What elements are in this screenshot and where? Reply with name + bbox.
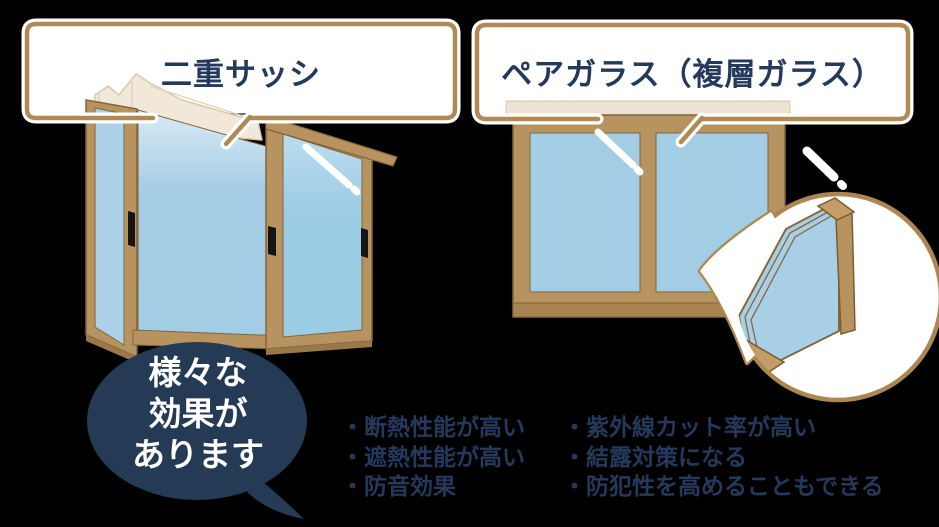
glass-shine-left-window [302, 143, 361, 196]
benefit-item: ・紫外線カット率が高い [563, 415, 816, 441]
benefit-item: ・断熱性能が高い [341, 415, 525, 441]
speech-bubble-line-3: あります [132, 435, 264, 474]
speech-bubble-line-1: 様々な [148, 353, 248, 392]
glass-shine-right-window [594, 128, 644, 176]
pair-glass-window-illustration [505, 100, 847, 318]
benefit-item: ・防音効果 [341, 474, 456, 500]
benefit-item: ・結露対策になる [563, 444, 747, 471]
left-box-title: 二重サッシ [161, 56, 321, 93]
right-box-title: ペアガラス（複層ガラス） [501, 56, 884, 93]
benefit-item: ・遮熱性能が高い [341, 444, 525, 471]
benefit-item: ・防犯性を高めることもできる [563, 474, 884, 500]
pair-glass-cross-section-callout [697, 191, 939, 403]
speech-bubble-line-2: 効果が [148, 394, 248, 433]
benefits-list-right: ・紫外線カット率が高い ・結露対策になる ・防犯性を高めることもできる [563, 414, 884, 503]
double-sash-window-illustration [85, 73, 398, 363]
right-box-border [471, 19, 914, 148]
speech-bubble-text: 様々な 効果が あります [87, 352, 309, 475]
sparkle-shine [802, 146, 847, 190]
benefits-list-left: ・断熱性能が高い ・遮熱性能が高い ・防音効果 [341, 414, 525, 503]
speech-bubble [87, 342, 307, 519]
left-box-border [21, 18, 461, 150]
